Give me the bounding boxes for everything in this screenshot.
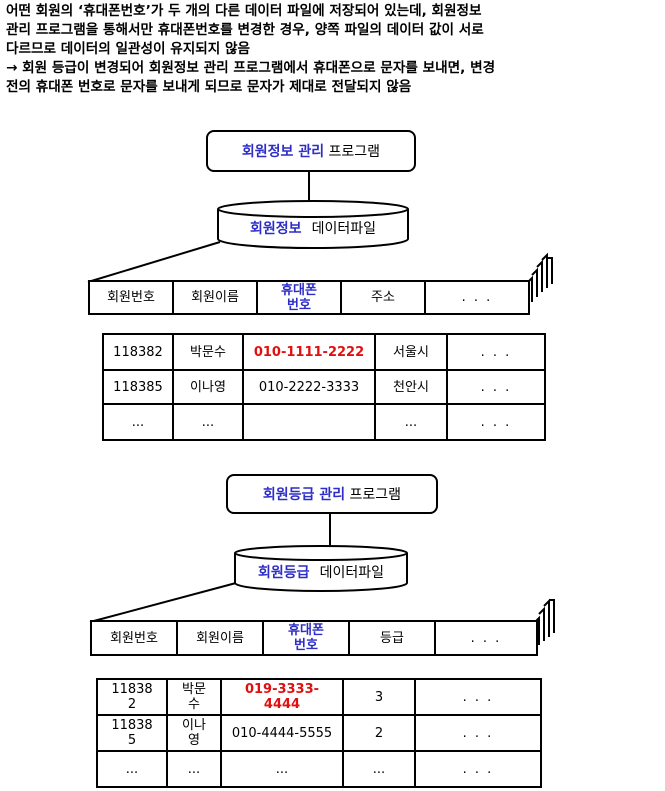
program-suffix: 프로그램 [328,144,381,160]
table-cell: 이나영 [172,369,244,405]
data-table-bottom: 11838 2 박문 수 019-3333- 4444 3 . . . 1183… [96,678,542,788]
table-cell: ... [172,403,244,441]
header-cell-more: . . . [424,280,530,315]
table-cell: 서울시 [374,333,448,371]
table-cell: 3 [342,678,416,716]
program-suffix: 프로그램 [349,487,402,503]
table-row: ... ... ... ... . . . [96,750,542,788]
table-cell: 118382 [102,333,174,371]
table-row: 11838 5 이나 영 010-4444-5555 2 . . . [96,714,542,752]
header-cell-phone: 휴대폰 번호 [256,280,342,315]
table-cell: . . . [446,403,546,441]
table-row: 118382 박문수 010-1111-2222 서울시 . . . [102,333,546,371]
datafile-name: 회원정보 [250,221,302,237]
datafile-member-grade: 회원등급 데이터파일 [234,545,408,593]
file-to-record-line-bottom [89,582,237,623]
intro-line: 어떤 회원의 ‘휴대폰번호’가 두 개의 다른 데이터 파일에 저장되어 있는데… [6,3,482,19]
table-cell: ... [220,750,344,788]
table-cell: 118385 [102,369,174,405]
table-cell: ... [342,750,416,788]
intro-line: 다르므로 데이터의 일관성이 유지되지 않음 [6,41,251,57]
cylinder-icon [234,545,408,592]
header-cell: 등급 [348,620,436,656]
data-table-top: 118382 박문수 010-1111-2222 서울시 . . . 11838… [102,333,546,441]
cylinder-icon [217,200,409,249]
table-cell: . . . [414,678,542,716]
table-cell: . . . [414,750,542,788]
header-cell: 회원번호 [90,620,178,656]
table-cell: 천안시 [374,369,448,405]
intro-line: → 회원 등급이 변경되어 회원정보 관리 프로그램에서 휴대폰으로 문자를 보… [6,60,496,76]
intro-text: 어떤 회원의 ‘휴대폰번호’가 두 개의 다른 데이터 파일에 저장되어 있는데… [6,2,661,97]
table-row: 11838 2 박문 수 019-3333- 4444 3 . . . [96,678,542,716]
table-cell: 박문수 [172,333,244,371]
program-name: 회원정보 관리 [241,144,325,160]
record-structure-top: 회원번호 회원이름 휴대폰 번호 주소 . . . [88,280,530,315]
table-row: 118385 이나영 010-2222-3333 천안시 . . . [102,369,546,405]
table-cell-phone-stale: 019-3333- 4444 [220,678,344,716]
intro-line: 전의 휴대폰 번호로 문자를 보내게 되므로 문자가 제대로 전달되지 않음 [6,79,412,95]
intro-line: 관리 프로그램을 통해서만 휴대폰번호를 변경한 경우, 양쪽 파일의 데이터 … [6,22,484,38]
record-structure-bottom: 회원번호 회원이름 휴대폰 번호 등급 . . . [90,620,538,656]
table-cell [242,403,376,441]
datafile-member-info: 회원정보 데이터파일 [217,200,409,250]
table-cell: ... [166,750,222,788]
table-cell: 11838 5 [96,714,168,752]
table-cell-phone: 010-4444-5555 [220,714,344,752]
table-cell: ... [102,403,174,441]
table-cell: 박문 수 [166,678,222,716]
table-cell: 2 [342,714,416,752]
table-cell: 11838 2 [96,678,168,716]
table-cell: ... [374,403,448,441]
datafile-suffix: 데이터파일 [319,565,384,581]
table-cell: 이나 영 [166,714,222,752]
table-cell: . . . [446,369,546,405]
stacked-records-top [527,252,553,302]
program-box-member-info: 회원정보 관리 프로그램 [206,130,416,172]
header-cell: 주소 [340,280,426,315]
table-row: ... ... ... . . . [102,403,546,441]
datafile-suffix: 데이터파일 [311,221,376,237]
table-cell: . . . [414,714,542,752]
table-cell: ... [96,750,168,788]
header-cell-more: . . . [434,620,538,656]
header-cell-phone: 휴대폰 번호 [262,620,350,656]
table-cell-phone-changed: 010-1111-2222 [242,333,376,371]
table-cell: . . . [446,333,546,371]
datafile-name: 회원등급 [258,565,310,581]
header-cell: 회원이름 [172,280,258,315]
file-to-record-line-top [87,241,221,283]
table-cell-phone: 010-2222-3333 [242,369,376,405]
header-cell: 회원번호 [88,280,174,315]
program-box-member-grade: 회원등급 관리 프로그램 [226,474,438,514]
header-cell: 회원이름 [176,620,264,656]
program-name: 회원등급 관리 [262,487,346,503]
